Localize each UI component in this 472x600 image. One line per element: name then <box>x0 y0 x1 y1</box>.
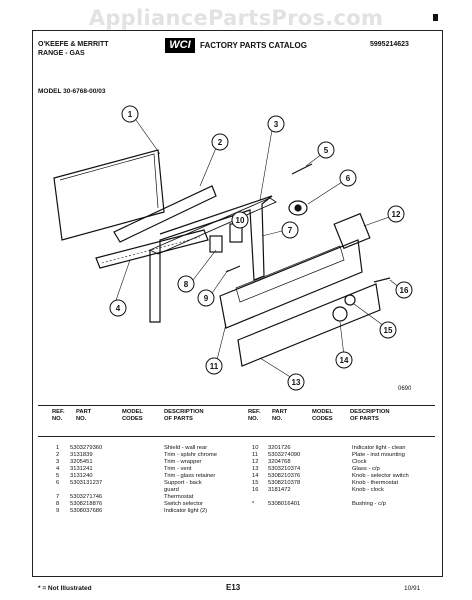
model-codes-header: MODEL CODES <box>122 409 143 422</box>
parts-row <box>252 494 438 501</box>
callout-15: 15 <box>384 326 393 335</box>
callout-6: 6 <box>346 174 351 183</box>
ref-no-header-right: REF. NO. <box>248 409 261 422</box>
callout-11: 11 <box>210 362 219 371</box>
model-number: MODEL 30-6768-00/03 <box>38 88 106 95</box>
catalog-page-border <box>32 30 443 577</box>
callout-10: 10 <box>236 216 245 225</box>
callout-9: 9 <box>204 294 209 303</box>
wall-shield-part <box>53 149 165 241</box>
header-left: O'KEEFE & MERRITT RANGE - GAS <box>38 40 109 58</box>
model-codes-header-right: MODEL CODES <box>312 409 333 422</box>
mounting-plate-part <box>219 239 363 329</box>
catalog-number: 5995214623 <box>370 41 409 48</box>
callout-14: 14 <box>340 356 349 365</box>
corner-mark <box>433 14 438 21</box>
revision-date: 10/91 <box>404 585 421 592</box>
callout-16: 16 <box>400 286 409 295</box>
parts-row: guard <box>164 487 179 493</box>
part-no-header-right: PART NO. <box>272 409 288 422</box>
callout-1: 1 <box>128 110 133 119</box>
not-illustrated-note: * = Not Illustrated <box>38 585 92 592</box>
wci-logo: WCI <box>165 38 195 53</box>
description-header: DESCRIPTION OF PARTS <box>164 409 204 422</box>
brand-name: O'KEEFE & MERRITT <box>38 41 109 48</box>
callout-8: 8 <box>184 280 189 289</box>
callout-13: 13 <box>292 378 301 387</box>
control-panel-glass-part <box>237 283 381 367</box>
ref-no-header: REF. NO. <box>52 409 65 422</box>
clock-part <box>333 212 371 250</box>
callout-5: 5 <box>324 146 329 155</box>
callout-3: 3 <box>274 120 279 129</box>
description-header-right: DESCRIPTION OF PARTS <box>350 409 390 422</box>
callout-12: 12 <box>392 210 401 219</box>
callout-4: 4 <box>116 304 121 313</box>
callout-7: 7 <box>288 226 293 235</box>
product-type: RANGE - GAS <box>38 50 85 57</box>
splasher-trim-part <box>113 185 217 243</box>
part-no-header: PART NO. <box>76 409 92 422</box>
exploded-parts-diagram: 1 2 3 5 6 7 8 9 10 11 12 13 14 15 16 4 <box>53 105 413 391</box>
vent-trim-part <box>95 229 209 269</box>
callout-2: 2 <box>218 138 223 147</box>
wrapper-part <box>149 195 273 323</box>
table-top-rule <box>38 405 435 406</box>
parts-table-header: REF. NO. PART NO. MODEL CODES DESCRIPTIO… <box>38 409 435 433</box>
watermark: AppliancePartsPros.com <box>88 6 384 30</box>
page-number: E13 <box>226 583 241 592</box>
table-header-rule <box>38 436 435 437</box>
catalog-title: FACTORY PARTS CATALOG <box>200 41 307 50</box>
figure-code: 0690 <box>398 386 412 392</box>
